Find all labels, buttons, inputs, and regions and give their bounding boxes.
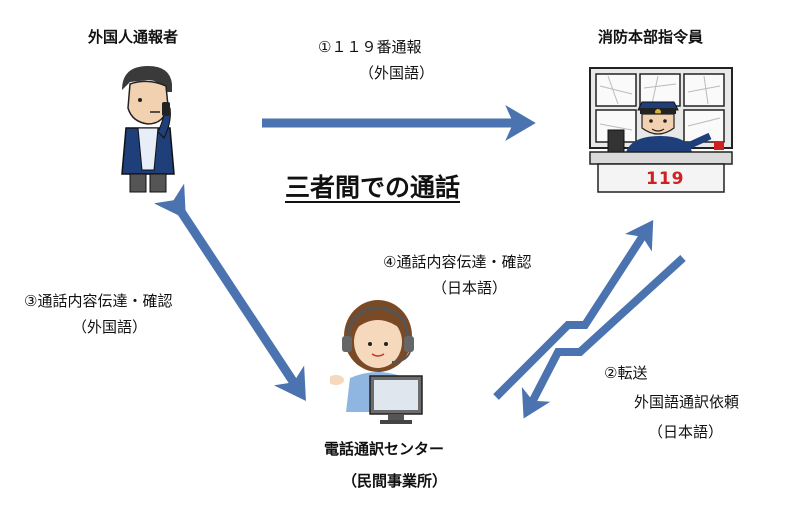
step3-sub: （外国語） <box>72 318 148 336</box>
center-label: 電話通訳センター <box>324 440 445 458</box>
step2-sub2: （日本語） <box>648 423 724 441</box>
arrow-step4 <box>493 219 654 400</box>
step3-text: ③通話内容伝達・確認 <box>24 292 173 310</box>
step2-sub: 外国語通訳依頼 <box>634 393 740 411</box>
arrow-step3 <box>154 183 306 402</box>
step1-sub: （外国語） <box>359 64 435 82</box>
center-sublabel: （民間事業所） <box>342 472 448 490</box>
step1-text: ①１１９番通報 <box>318 38 422 56</box>
panel-119-text: 119 <box>646 169 685 189</box>
dispatcher-station-icon <box>589 67 733 193</box>
step4-sub: （日本語） <box>432 279 508 297</box>
step4-text: ④通話内容伝達・確認 <box>383 253 532 271</box>
foreign-caller-icon <box>121 66 175 193</box>
diagram-title: 三者間での通話 <box>285 173 461 202</box>
caller-label: 外国人通報者 <box>88 28 179 46</box>
dispatcher-label: 消防本部指令員 <box>598 28 704 46</box>
interpreter-operator-icon <box>330 300 423 424</box>
arrow-step2 <box>521 255 686 419</box>
step2-text: ②転送 <box>604 364 648 382</box>
